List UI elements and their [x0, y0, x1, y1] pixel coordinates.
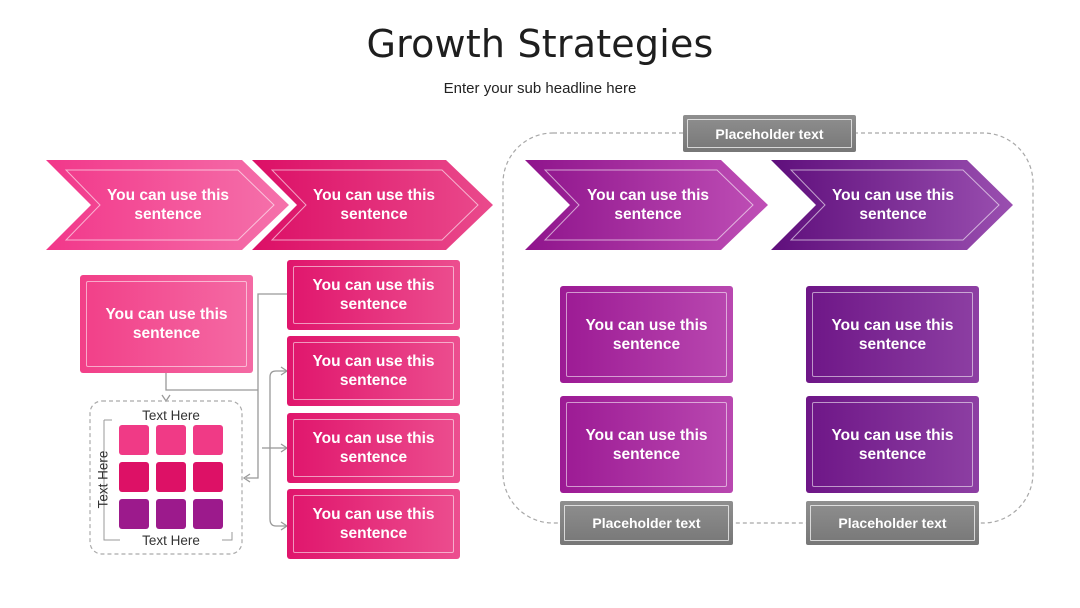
page-title: Growth Strategies	[366, 22, 714, 66]
pink-box-label: You can use this sentence	[312, 430, 435, 466]
arrow-label-4: You can use this sentence	[831, 187, 955, 223]
pink-box-3: You can use this sentence	[287, 413, 460, 483]
pink-box-4: You can use this sentence	[287, 489, 460, 559]
violet-box-1: You can use this sentence	[806, 286, 979, 383]
placeholder-top-label: Placeholder text	[715, 125, 824, 142]
matrix-side-label: Text Here	[95, 450, 111, 509]
matrix-cell	[193, 425, 223, 455]
placeholder-bottom-left-label: Placeholder text	[592, 515, 701, 531]
purple-box-label: You can use this sentence	[585, 426, 708, 463]
arrow-shape-2	[252, 160, 493, 250]
matrix-cell	[156, 462, 186, 492]
purple-box-label: You can use this sentence	[585, 316, 708, 353]
matrix-cell	[156, 425, 186, 455]
violet-box-2: You can use this sentence	[806, 396, 979, 493]
strategy-group-outline	[502, 132, 1034, 524]
violet-box-label: You can use this sentence	[831, 426, 954, 463]
matrix-bottom-label: Text Here	[120, 533, 222, 548]
purple-box-1: You can use this sentence	[560, 286, 733, 383]
pink-box-label: You can use this sentence	[312, 506, 435, 542]
arrow-label-3: You can use this sentence	[586, 187, 710, 223]
left-box: You can use this sentence	[80, 275, 253, 373]
connector-matrix	[165, 373, 258, 391]
matrix-grid	[119, 425, 223, 529]
connector-main	[246, 293, 290, 479]
pink-box-label: You can use this sentence	[312, 353, 435, 389]
violet-box-label: You can use this sentence	[831, 316, 954, 353]
arrow-label-2: You can use this sentence	[312, 187, 436, 223]
pink-box-1: You can use this sentence	[287, 260, 460, 330]
matrix-cell	[193, 499, 223, 529]
purple-box-2: You can use this sentence	[560, 396, 733, 493]
matrix-cell	[193, 462, 223, 492]
left-box-label: You can use this sentence	[105, 306, 228, 342]
placeholder-top: Placeholder text	[683, 115, 856, 152]
arrow-shape-3	[525, 160, 768, 250]
placeholder-bottom-left: Placeholder text	[560, 501, 733, 545]
pink-box-label: You can use this sentence	[312, 277, 435, 313]
matrix-outline	[89, 400, 243, 555]
arrow-shape-4	[771, 160, 1013, 250]
arrow-shape-1	[46, 160, 289, 250]
page-subtitle: Enter your sub headline here	[443, 80, 637, 97]
matrix-top-label: Text Here	[142, 408, 200, 423]
pink-box-2: You can use this sentence	[287, 336, 460, 406]
matrix-cell	[119, 425, 149, 455]
arrow-label-1: You can use this sentence	[106, 187, 230, 223]
placeholder-bottom-right-label: Placeholder text	[838, 515, 947, 531]
matrix-cell	[156, 499, 186, 529]
matrix-cell	[119, 499, 149, 529]
matrix-cell	[119, 462, 149, 492]
placeholder-bottom-right: Placeholder text	[806, 501, 979, 545]
